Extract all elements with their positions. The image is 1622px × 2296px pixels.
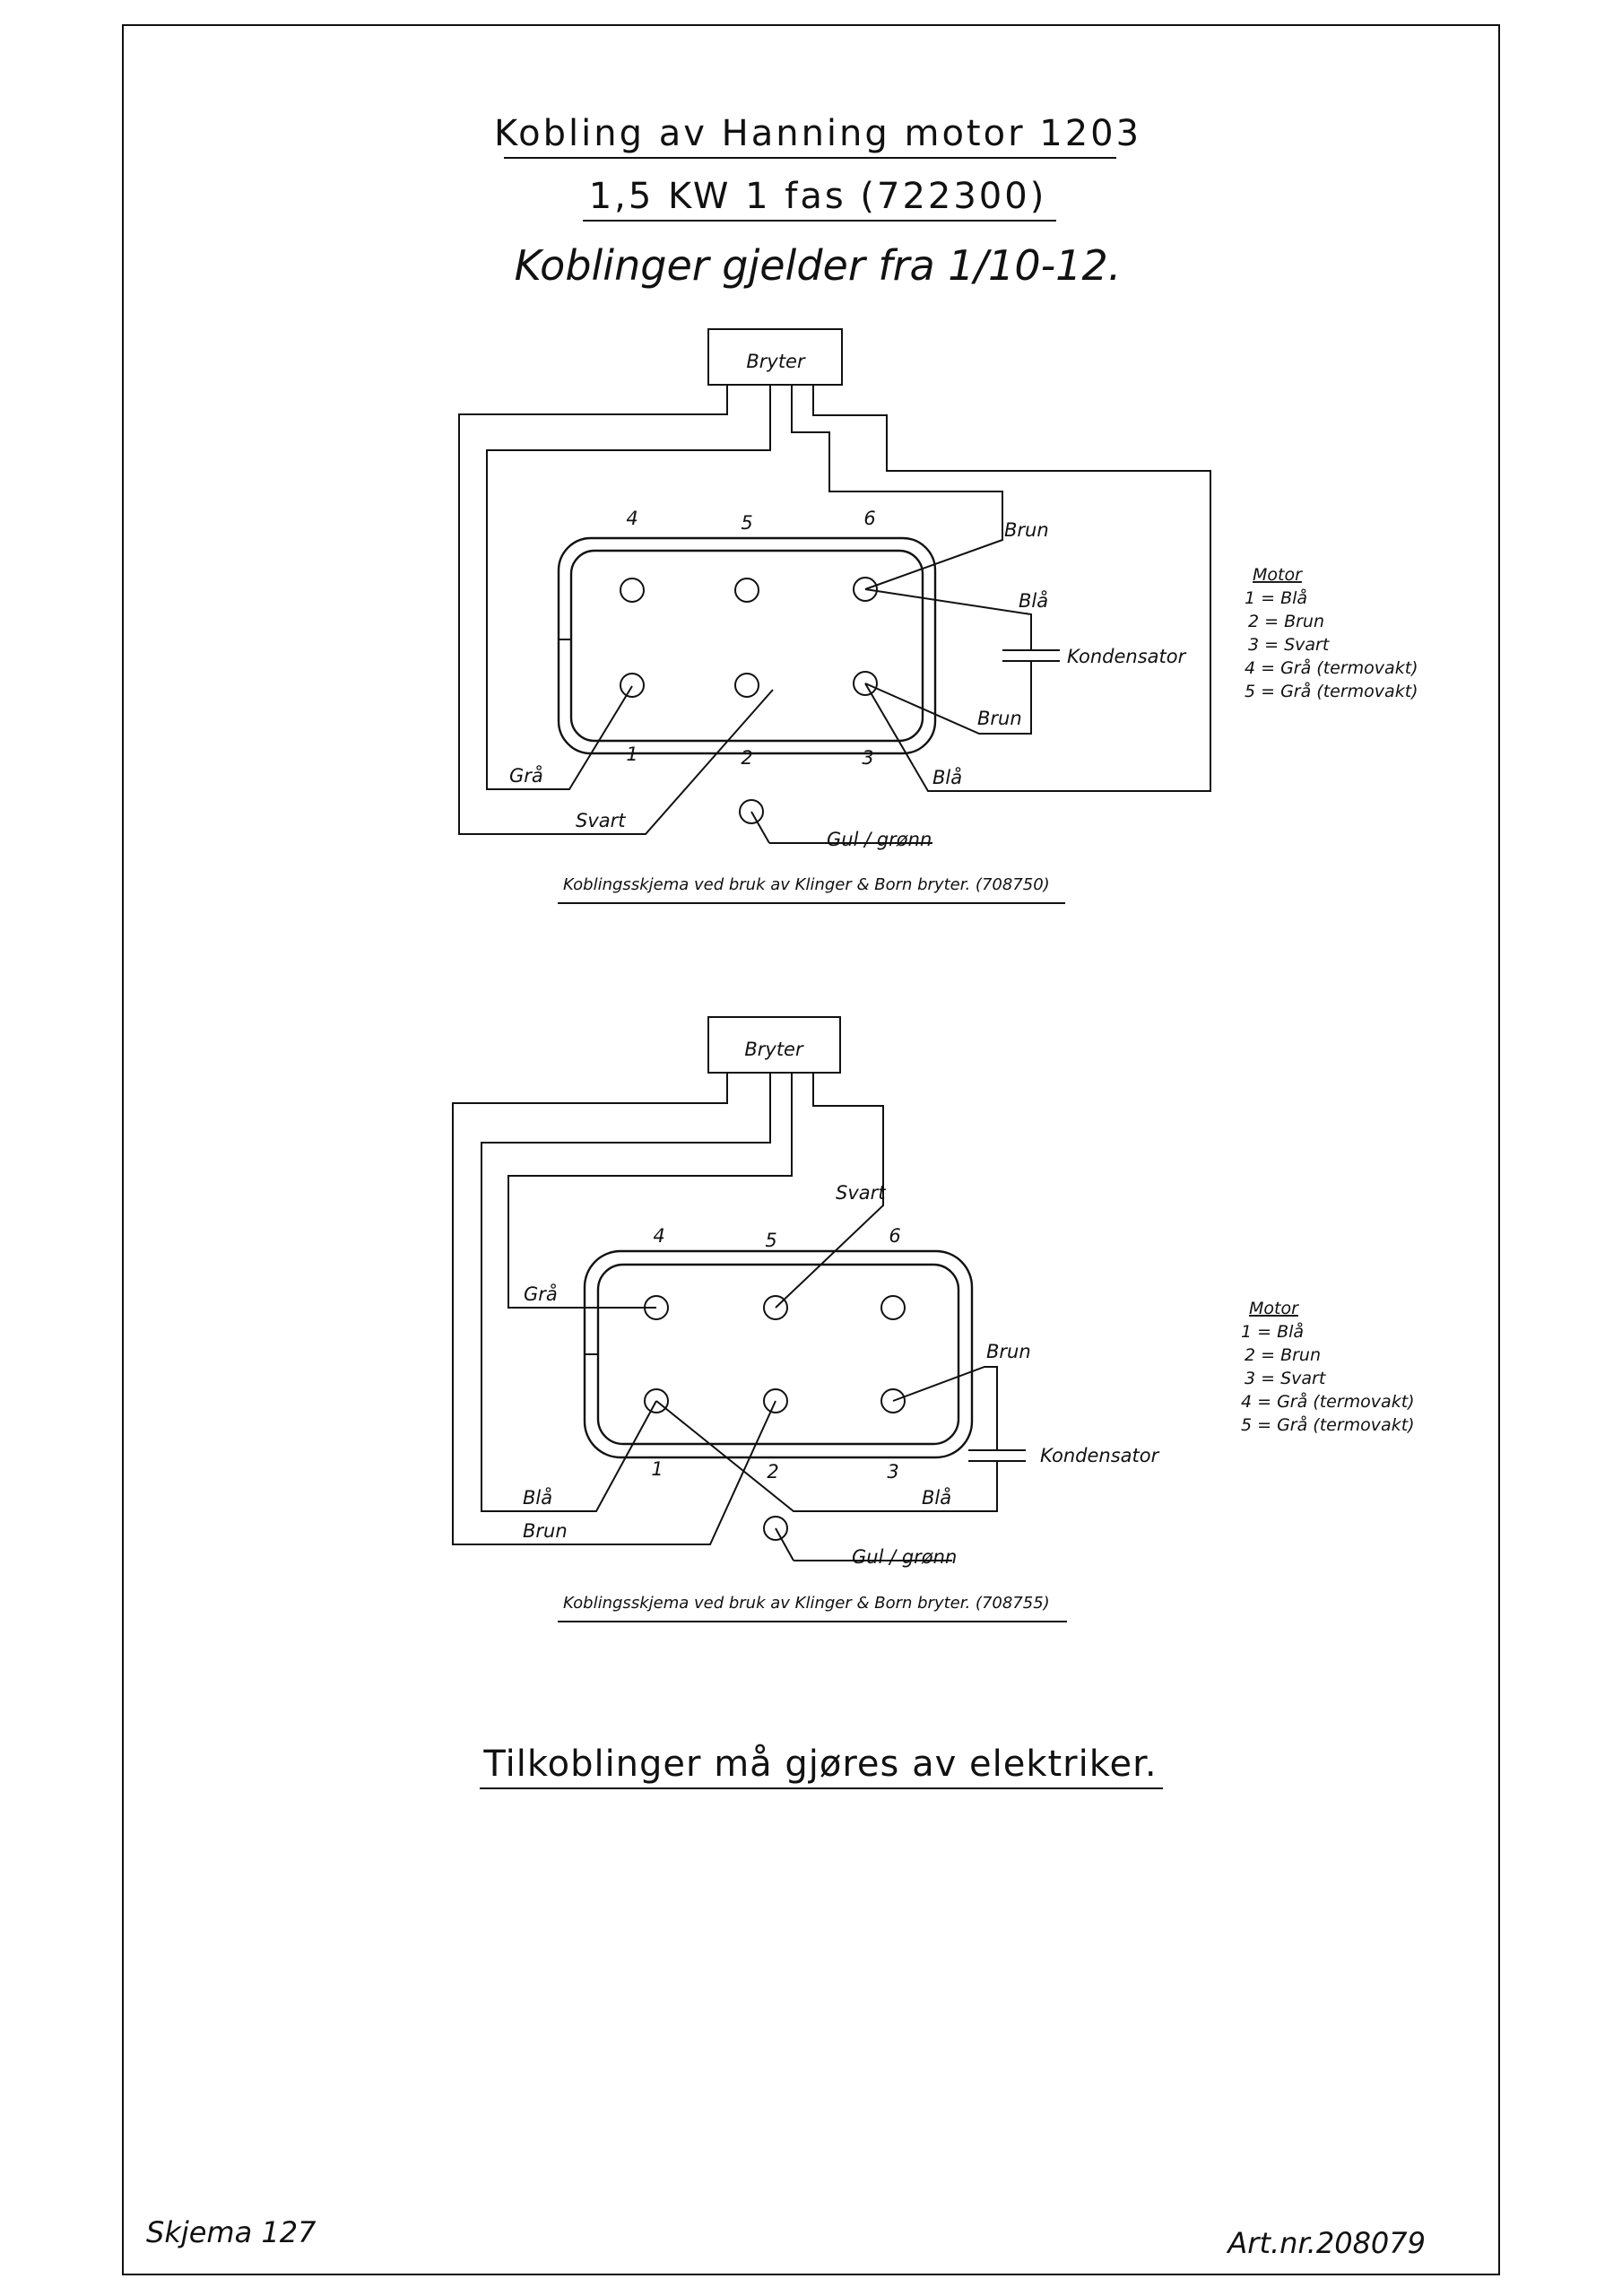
label-earth: Gul / grønn	[852, 1546, 957, 1568]
wire-grey	[507, 1073, 793, 1309]
terminal-number-1: 1	[651, 1458, 663, 1480]
label-kondensator: Kondensator	[1067, 646, 1187, 667]
legend-item-1: 1 = Blå	[1241, 1321, 1304, 1342]
label-gra: Grå	[509, 764, 543, 787]
legend-heading: Motor	[1253, 565, 1303, 585]
terminal-number-4: 4	[653, 1225, 664, 1247]
terminal-2	[734, 673, 759, 698]
terminal-5	[734, 578, 759, 603]
wire-brown-top	[791, 385, 1003, 590]
switch-label: Bryter	[746, 351, 806, 372]
terminal-number-3: 3	[887, 1461, 898, 1483]
earth-terminal	[763, 1516, 788, 1541]
motor-legend-2: Motor 1 = Blå 2 = Brun 3 = Svart 4 = Grå…	[1241, 1299, 1415, 1435]
legend-item-5: 5 = Grå (termovakt)	[1241, 1414, 1415, 1435]
caption-1: Koblingsskjema ved bruk av Klinger & Bor…	[563, 875, 1050, 894]
wire-grey	[486, 385, 771, 790]
wire-blue-top	[864, 588, 1032, 650]
terminal-4	[644, 1295, 669, 1320]
terminal-number-2: 2	[767, 1461, 778, 1483]
legend-item-2: 2 = Brun	[1245, 1345, 1321, 1365]
wire-earth	[750, 811, 770, 844]
legend-item-3: 3 = Svart	[1248, 635, 1331, 655]
diagram-1: Bryter 4 5 6 1 2 3 Brun Blå	[458, 328, 1211, 904]
wire-brown-bottom	[864, 661, 1032, 735]
switch-box	[707, 1016, 841, 1074]
terminal-number-3: 3	[862, 747, 873, 769]
wire-outer-right	[812, 385, 1211, 792]
label-bla-top: Blå	[1019, 589, 1048, 612]
electrician-warning: Tilkoblinger må gjøres av elektriker.	[482, 1744, 1157, 1785]
legend-heading: Motor	[1249, 1299, 1299, 1318]
label-brun-bottom: Brun	[977, 708, 1022, 729]
terminal-number-1: 1	[626, 744, 638, 765]
terminal-2	[763, 1388, 788, 1413]
terminal-number-6: 6	[863, 508, 875, 529]
terminal-block-outer	[557, 536, 937, 755]
label-gra: Grå	[524, 1283, 558, 1305]
legend-item-4: 4 = Grå (termovakt)	[1245, 657, 1418, 678]
wire-brown-right	[892, 1366, 998, 1450]
label-svart: Svart	[836, 1182, 886, 1204]
label-brun-left: Brun	[523, 1520, 568, 1542]
terminal-number-4: 4	[626, 508, 638, 529]
wire-earth	[775, 1527, 794, 1561]
legend-item-4: 4 = Grå (termovakt)	[1241, 1391, 1415, 1412]
diagram-2: Bryter 4 5 6 1 2 3 Svart Grå	[452, 1016, 1160, 1622]
terminal-block-inner	[596, 1263, 960, 1446]
label-bla-right: Blå	[922, 1486, 951, 1509]
legend-item-3: 3 = Svart	[1245, 1369, 1327, 1388]
terminal-block-inner	[569, 549, 924, 743]
page-frame	[122, 24, 1500, 2275]
switch-label: Bryter	[744, 1039, 804, 1060]
terminal-number-5: 5	[765, 1230, 776, 1251]
subtitle: 1,5 KW 1 fas (722300)	[589, 176, 1047, 217]
label-svart: Svart	[576, 810, 626, 831]
label-bla-bottom: Blå	[932, 766, 962, 788]
terminal-number-6: 6	[889, 1225, 900, 1247]
label-brun-top: Brun	[1004, 519, 1049, 541]
terminal-1	[620, 673, 645, 698]
terminal-3	[880, 1388, 906, 1413]
switch-box	[707, 328, 843, 386]
article-number: Art.nr.208079	[1226, 2226, 1426, 2260]
title: Kobling av Hanning motor 1203	[494, 113, 1141, 154]
terminal-6	[853, 577, 878, 602]
validity-note: Koblinger gjelder fra 1/10-12.	[515, 241, 1122, 290]
wire-black	[775, 1073, 884, 1309]
legend-item-1: 1 = Blå	[1245, 587, 1307, 608]
wire-outer-left	[452, 1073, 776, 1545]
label-kondensator: Kondensator	[1040, 1445, 1160, 1466]
terminal-1	[644, 1388, 669, 1413]
earth-terminal	[739, 799, 764, 824]
wire-blue-left	[481, 1073, 771, 1512]
legend-item-2: 2 = Brun	[1248, 612, 1324, 631]
wire-outer-left	[458, 385, 774, 835]
schema-number: Skjema 127	[146, 2215, 317, 2249]
terminal-3	[853, 671, 878, 696]
legend-item-5: 5 = Grå (termovakt)	[1245, 681, 1418, 701]
motor-legend-1: Motor 1 = Blå 2 = Brun 3 = Svart 4 = Grå…	[1245, 565, 1418, 701]
label-brun-right: Brun	[986, 1341, 1031, 1362]
label-earth: Gul / grønn	[827, 829, 932, 850]
terminal-number-5: 5	[741, 512, 752, 534]
terminal-4	[620, 578, 645, 603]
caption-2: Koblingsskjema ved bruk av Klinger & Bor…	[563, 1594, 1050, 1613]
label-bla-left: Blå	[523, 1486, 552, 1509]
terminal-5	[763, 1295, 788, 1320]
wire-blue-right	[655, 1400, 998, 1512]
terminal-6	[880, 1295, 906, 1320]
terminal-number-2: 2	[741, 747, 752, 769]
